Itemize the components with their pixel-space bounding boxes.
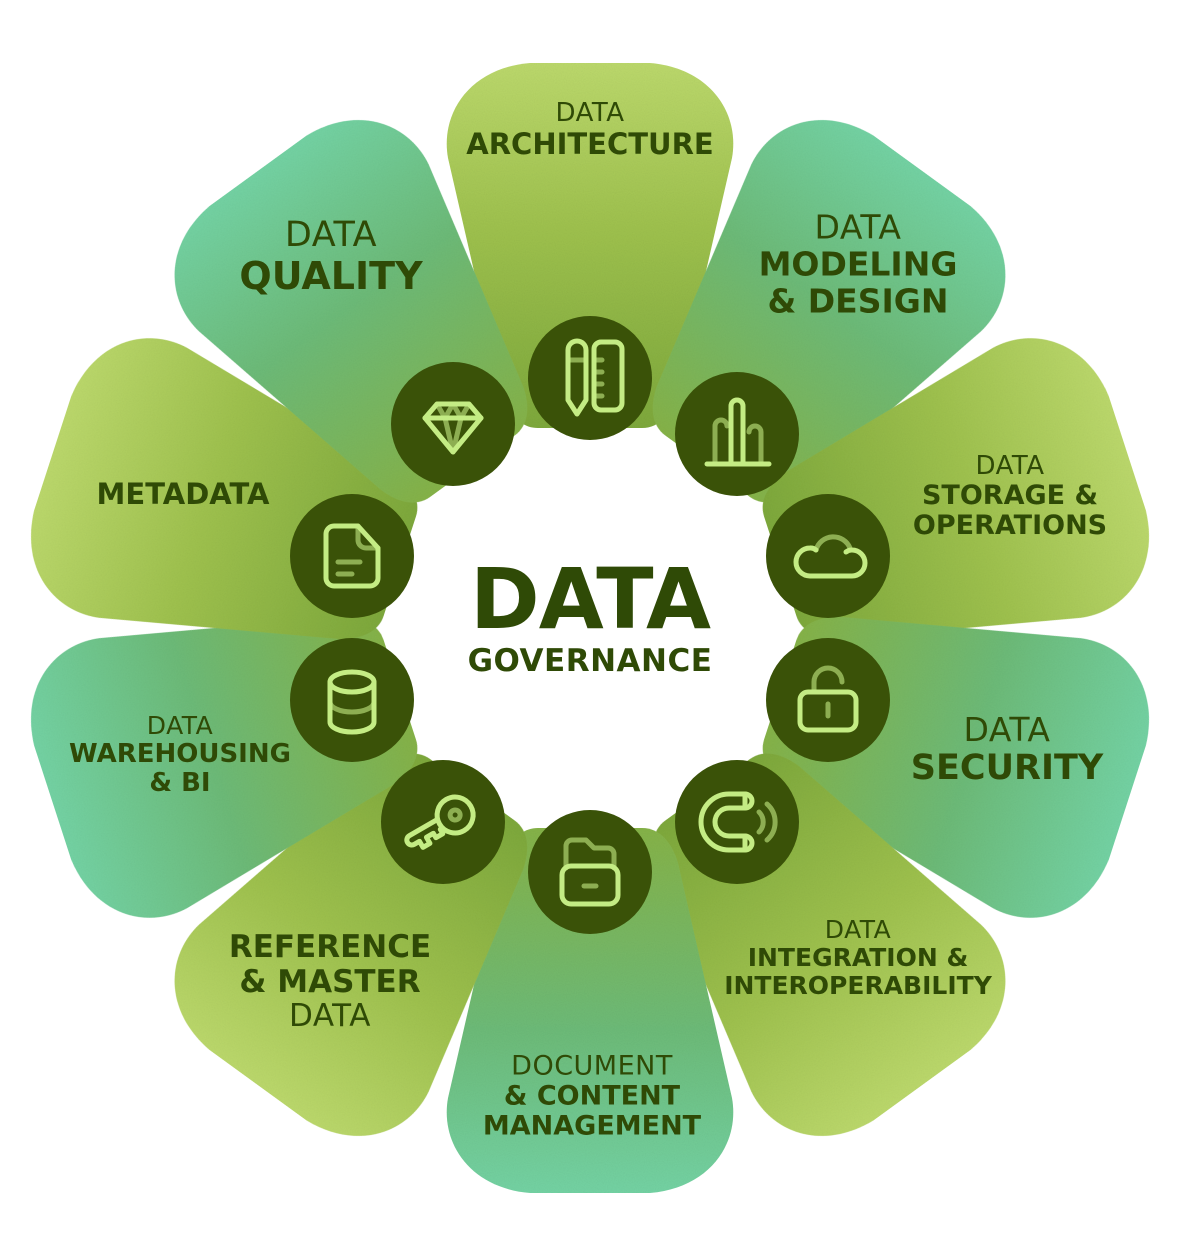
label-quality-bold: QUALITY (239, 254, 423, 299)
label-integration-light: DATA (824, 915, 892, 944)
folder-icon (528, 810, 652, 934)
diamond-icon (391, 362, 515, 486)
label-document-content: DOCUMENT & CONTENT MANAGEMENT (482, 1050, 702, 1143)
label-quality: DATA QUALITY (239, 215, 423, 299)
center-title: DATA GOVERNANCE (468, 557, 713, 679)
label-modeling-light: DATA (814, 207, 902, 247)
label-warehousing-bi: DATA WAREHOUSING & BI (69, 710, 291, 798)
label-integration-bold-2: INTEROPERABILITY (724, 971, 992, 1000)
label-architecture-light: DATA (555, 98, 625, 129)
label-reference-bold-1: REFERENCE (228, 928, 432, 965)
label-modeling-bold-2: & DESIGN (767, 281, 949, 321)
database-icon (290, 638, 414, 762)
label-metadata-bold: METADATA (96, 476, 270, 511)
cloud-icon (766, 494, 890, 618)
label-quality-light: DATA (284, 215, 378, 256)
label-reference-light: DATA (289, 998, 371, 1035)
label-integration-interoperability: DATA INTEGRATION & INTEROPERABILITY (724, 916, 992, 1000)
label-metadata: METADATA (96, 476, 270, 511)
label-warehousing-bold-1: WAREHOUSING (69, 738, 291, 769)
label-integration-bold-1: INTEGRATION & (747, 943, 969, 972)
bar-chart-icon (675, 372, 799, 496)
unlock-icon (766, 638, 890, 762)
label-document-bold-2: MANAGEMENT (482, 1111, 702, 1143)
label-modeling-design: DATA MODELING & DESIGN (758, 207, 958, 321)
label-document-light: DOCUMENT (511, 1050, 673, 1082)
label-storage-bold-1: STORAGE & (921, 480, 1099, 512)
label-warehousing-light: DATA (146, 710, 214, 740)
pencil-ruler-icon (528, 316, 652, 440)
label-security: DATA SECURITY (910, 709, 1104, 788)
document-file-icon (290, 494, 414, 618)
label-architecture-bold: ARCHITECTURE (466, 127, 714, 162)
label-architecture: DATA ARCHITECTURE (466, 99, 713, 161)
label-storage-operations: DATA STORAGE & OPERATIONS (913, 452, 1107, 542)
title-main: DATA (469, 550, 711, 648)
label-storage-bold-2: OPERATIONS (912, 510, 1108, 542)
label-reference-master: REFERENCE & MASTER DATA (229, 930, 431, 1034)
label-reference-bold-2: & MASTER (239, 963, 421, 1000)
magnet-icon (675, 760, 799, 884)
label-security-light: DATA (963, 709, 1051, 749)
label-document-bold-1: & CONTENT (503, 1080, 681, 1112)
label-warehousing-bold-2: & BI (149, 768, 211, 798)
label-storage-light: DATA (975, 451, 1045, 482)
label-security-bold: SECURITY (910, 747, 1104, 788)
title-sub: GOVERNANCE (467, 643, 713, 679)
label-modeling-bold-1: MODELING (758, 244, 958, 284)
key-icon (381, 760, 505, 884)
